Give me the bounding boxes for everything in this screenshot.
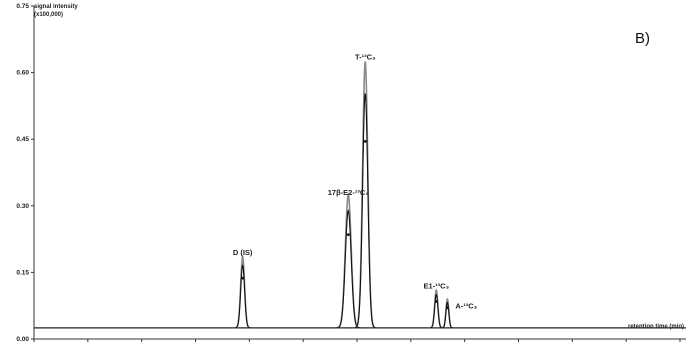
peak-labels: D (IS) 17β-E2-¹³C₃ T-¹³C₃ E1-¹³C₃ A-¹³C₃	[233, 53, 478, 311]
y-tick-label: 0.00	[16, 336, 29, 343]
peak-trace-inner	[336, 209, 361, 329]
peak-trace-inner	[234, 264, 251, 329]
y-tick-label: 0.45	[16, 136, 29, 143]
peak-label: T-¹³C₃	[355, 53, 376, 62]
chromatogram-traces	[34, 61, 686, 329]
peak	[429, 288, 443, 329]
y-tick-label: 0.30	[16, 203, 29, 210]
y-tick-label: 0.15	[16, 269, 29, 276]
peak-marker	[434, 300, 438, 303]
peak-label: D (IS)	[233, 248, 253, 257]
peak-trace-inner	[429, 293, 443, 329]
peak	[441, 297, 454, 329]
x-axis-title: retention time (min)	[628, 324, 684, 330]
y-tick-label: 0.75	[16, 3, 29, 10]
y-tick-label: 0.60	[16, 70, 29, 77]
y-axis-title-line-1: signal intensity	[34, 4, 78, 10]
peak-trace-outer	[336, 192, 361, 329]
peak-marker	[445, 306, 449, 310]
panel-label: B)	[635, 30, 650, 47]
peak	[234, 254, 251, 329]
y-axis: 0.00 0.15 0.30 0.45 0.60 0.75	[16, 3, 35, 343]
peak	[354, 61, 376, 329]
peak-label: A-¹³C₃	[455, 301, 477, 310]
peak-marker	[241, 276, 245, 280]
peak-trace-inner	[441, 301, 454, 329]
peak-trace-inner	[354, 93, 376, 329]
x-axis	[33, 338, 686, 342]
peak-marker	[346, 233, 350, 237]
y-axis-title-line-2: (x100,000)	[34, 12, 63, 18]
peak-marker	[363, 140, 367, 143]
peak-label: 17β-E2-¹³C₃	[328, 188, 370, 197]
peak-label: E1-¹³C₃	[424, 281, 450, 290]
peak	[336, 192, 361, 329]
